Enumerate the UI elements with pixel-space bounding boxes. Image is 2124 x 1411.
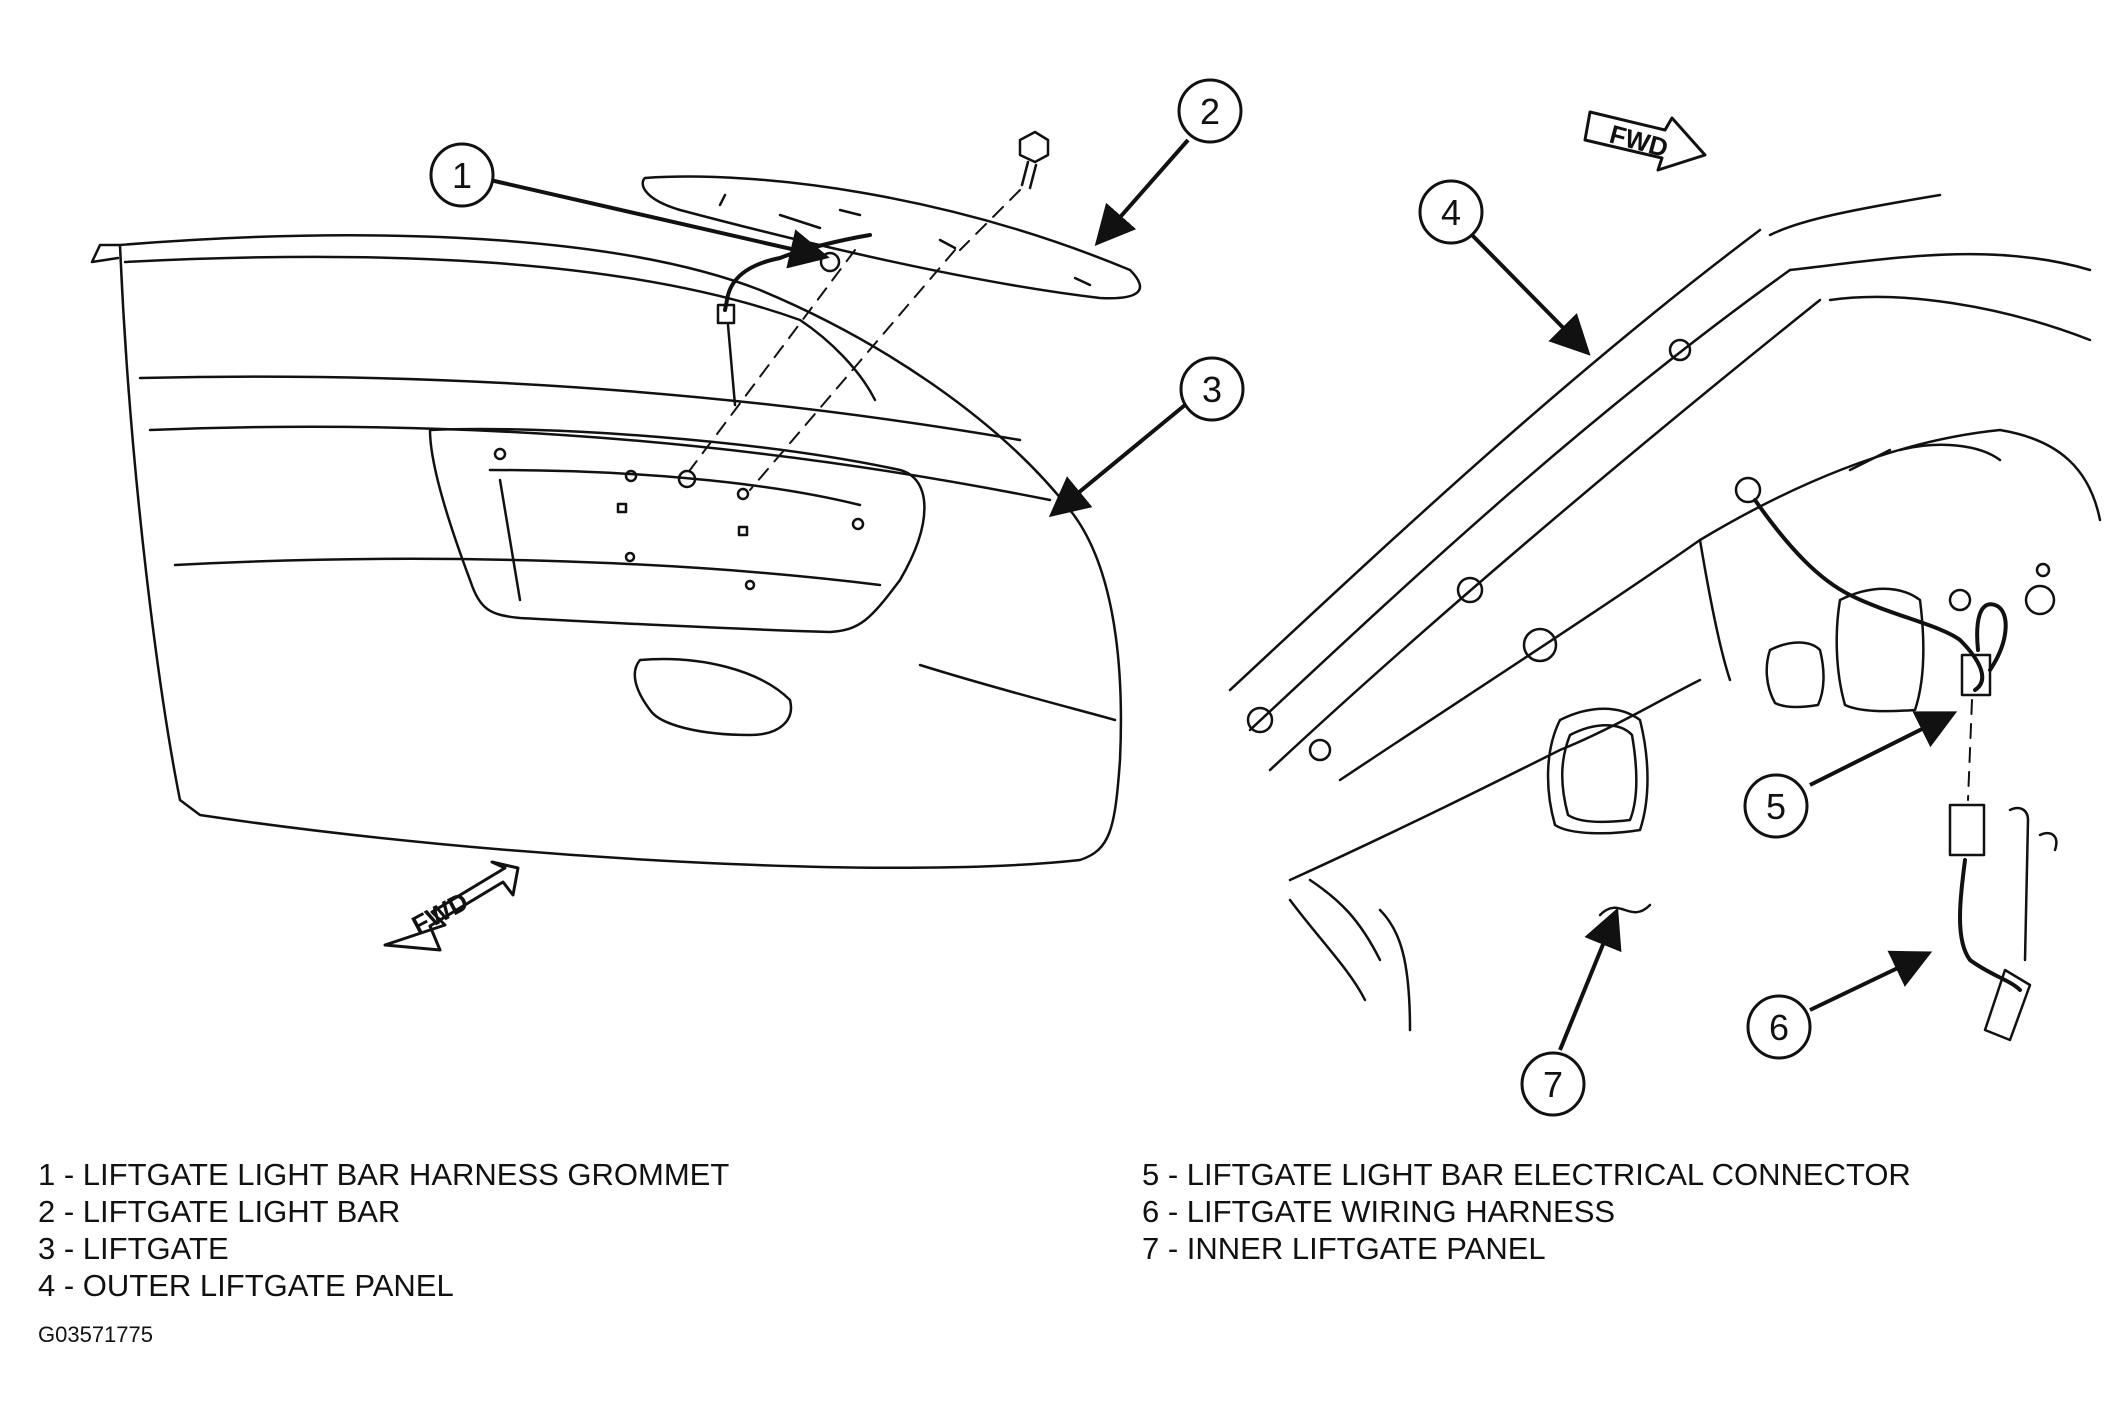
legend-item-6: 6 - LIFTGATE WIRING HARNESS [1142, 1194, 1616, 1229]
alignment-line [959, 189, 1021, 251]
legend-item-4: 4 - OUTER LIFTGATE PANEL [38, 1268, 454, 1303]
wiring-harness-clip [2008, 806, 2058, 962]
inner-panel-body [1338, 428, 2102, 782]
leader-3 [1048, 403, 1187, 518]
panel-hole [1948, 588, 1972, 612]
plate-hole [736, 487, 750, 501]
license-plate-recess [428, 427, 926, 634]
fwd-arrow-left: FWD [383, 860, 520, 952]
legend-right: 5 - LIFTGATE LIGHT BAR ELECTRICAL CONNEC… [1142, 1156, 1911, 1267]
legend-item-3: 3 - LIFTGATE [38, 1231, 229, 1266]
panel-hole [1456, 576, 1484, 604]
roof-line [1768, 193, 2092, 272]
wiring-harness-sleeve [1983, 968, 2032, 1042]
panel-hole [1308, 738, 1332, 762]
legend-left: 1 - LIFTGATE LIGHT BAR HARNESS GROMMET 2… [38, 1156, 729, 1304]
inner-panel-frame [1698, 443, 2002, 682]
outer-panel-edge-3 [1268, 298, 1822, 772]
figure-code: G03571775 [38, 1322, 153, 1347]
legend-item-5: 5 - LIFTGATE LIGHT BAR ELECTRICAL CONNEC… [1142, 1157, 1911, 1192]
callout-3: 3 [1179, 356, 1245, 422]
panel-hole [2035, 562, 2051, 578]
callout-4: 4 [1418, 179, 1484, 245]
callout-2: 2 [1177, 78, 1243, 144]
plate-screw [744, 579, 756, 591]
liftgate-illustration [90, 130, 1142, 870]
callout-number-5: 5 [1766, 786, 1786, 827]
panel-hole [1522, 627, 1558, 663]
alignment-line [749, 249, 956, 491]
plate-hole [851, 517, 865, 531]
lower-frame [1288, 878, 1412, 1032]
inner-harness-grommet [1734, 476, 1762, 504]
alignment-line [689, 249, 856, 471]
liftgate-contour-1 [138, 375, 1022, 442]
liftgate-top-lip [90, 243, 122, 264]
liftgate-contour-3 [173, 557, 882, 587]
leader-4 [1470, 233, 1591, 356]
harness-loop [1975, 602, 2008, 672]
leader-1 [489, 178, 830, 269]
inner-wiring-harness [1753, 498, 1985, 692]
callout-1: 1 [429, 142, 495, 208]
legend-item-7: 7 - INNER LIFTGATE PANEL [1142, 1231, 1546, 1266]
wiring-harness-lead [1958, 858, 2022, 992]
leader-6 [1809, 950, 1933, 1012]
callout-7: 7 [1520, 1051, 1586, 1117]
inner-liftgate-illustration [1228, 193, 2102, 1042]
harness-connector [716, 303, 736, 325]
inner-panel-lower [1288, 678, 1702, 882]
light-bar-connector [1960, 653, 1992, 697]
access-opening-3 [1765, 641, 1825, 709]
plate-hole [493, 447, 507, 461]
callout-5: 5 [1743, 773, 1809, 839]
callout-number-3: 3 [1202, 369, 1222, 410]
legend-item-2: 2 - LIFTGATE LIGHT BAR [38, 1194, 401, 1229]
light-bar-bolt [1018, 130, 1050, 190]
leader-5 [1809, 711, 1958, 787]
liftgate-outline [118, 234, 1123, 870]
outer-panel-edge-2 [1248, 268, 1792, 732]
fwd-label-right: FWD [1606, 119, 1671, 163]
harness-drop-line [726, 323, 737, 407]
connector-alignment [1967, 699, 1973, 801]
light-bar [641, 175, 1142, 300]
light-bar-detail [718, 193, 1092, 287]
light-bar-harness [723, 233, 872, 312]
access-opening-2 [1835, 587, 1925, 713]
liftgate-handle [633, 657, 793, 737]
access-opening [1546, 707, 1649, 835]
access-opening-inner [1561, 724, 1638, 824]
callout-6: 6 [1746, 994, 1812, 1060]
plate-clip [737, 525, 749, 537]
callout-number-2: 2 [1200, 91, 1220, 132]
liftgate-contour-4 [918, 663, 1117, 722]
callout-number-6: 6 [1769, 1007, 1789, 1048]
callout-leaders [489, 138, 1958, 1051]
leader-7 [1558, 907, 1622, 1051]
fwd-label-left: FWD [407, 886, 473, 940]
inner-panel-tilde [1598, 903, 1652, 917]
panel-hole [1668, 338, 1692, 362]
callout-number-7: 7 [1543, 1064, 1563, 1105]
plate-screw [624, 551, 636, 563]
liftgate-contour-2 [148, 425, 1052, 502]
outer-panel-edge [1228, 228, 1762, 692]
plate-clip [616, 502, 628, 514]
liftgate-upper-edge [123, 255, 877, 402]
plate-hole [677, 469, 697, 489]
legend-item-1: 1 - LIFTGATE LIGHT BAR HARNESS GROMMET [38, 1157, 730, 1192]
panel-hole [1246, 706, 1274, 734]
callout-number-1: 1 [452, 155, 472, 196]
harness-grommet [819, 251, 841, 273]
plate-hole [624, 469, 638, 483]
panel-hole [2024, 584, 2056, 616]
leader-2 [1094, 138, 1190, 247]
callout-number-4: 4 [1441, 192, 1461, 233]
roof-line-2 [1828, 295, 2092, 342]
fwd-arrow-right: FWD [1583, 110, 1707, 172]
license-plate-inner [488, 468, 862, 602]
wiring-harness-connector [1948, 803, 1986, 857]
